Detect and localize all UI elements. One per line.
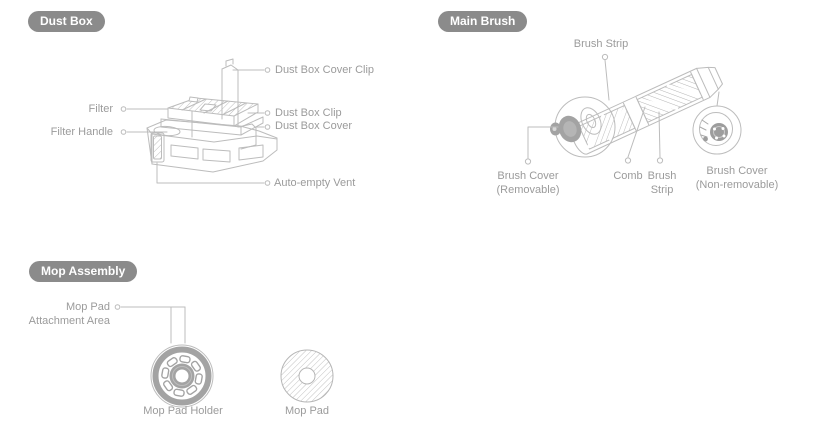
auto-empty-vent-shape [150, 132, 165, 163]
filter-shape [167, 96, 259, 138]
mop-pad-holder-label: Mop Pad Holder [143, 405, 223, 417]
dust-box-cover-clip-label: Dust Box Cover Clip [275, 64, 375, 76]
brush-cover-removable-shape [550, 96, 616, 158]
dust-box-leader-markers [120, 67, 271, 186]
auto-empty-vent-label: Auto-empty Vent [274, 177, 356, 189]
brush-cover-removable-label-line2: (Removable) [496, 184, 560, 196]
main-brush-leader-markers [524, 53, 664, 165]
mop-leader-marker [114, 304, 121, 310]
main-brush-leader-lines [527, 59, 661, 159]
mop-pad-attachment-label-line2: Attachment Area [28, 315, 110, 327]
mop-pad-label: Mop Pad [284, 405, 330, 417]
dust-box-cover-label: Dust Box Cover [275, 120, 353, 132]
brush-roller-shape [570, 66, 723, 155]
brush-cover-fixed-shape [692, 91, 742, 155]
main-brush-illustration [524, 53, 742, 165]
dust-box-leader-lines [126, 69, 265, 184]
comb-label: Comb [613, 170, 643, 182]
mop-pad-shape [280, 349, 334, 403]
dust-box-section-badge: Dust Box [28, 11, 105, 32]
filter-handle-label: Filter Handle [50, 126, 113, 138]
dust-box-illustration [120, 58, 278, 186]
brush-strip-bottom-label-line1: Brush [647, 170, 677, 182]
mop-pad-holder-shape [150, 344, 214, 408]
brush-cover-removable-label-line1: Brush Cover [497, 170, 559, 182]
brush-strip-top-label: Brush Strip [573, 38, 629, 50]
mop-leader-lines [120, 306, 186, 344]
comb-shape [622, 102, 637, 131]
mop-pad-attachment-label-line1: Mop Pad [65, 301, 110, 313]
filter-label: Filter [88, 103, 113, 115]
brush-cover-fixed-label-line1: Brush Cover [706, 165, 768, 177]
brush-cover-fixed-label-line2: (Non-removable) [695, 179, 779, 191]
dust-box-cover-shape [160, 116, 264, 136]
mop-assembly-illustration [114, 304, 334, 408]
mop-assembly-section-badge: Mop Assembly [29, 261, 138, 282]
main-brush-section-badge: Main Brush [438, 11, 528, 32]
brush-strip-bottom-label-line2: Strip [650, 184, 674, 196]
dust-box-clip-label: Dust Box Clip [275, 107, 342, 119]
